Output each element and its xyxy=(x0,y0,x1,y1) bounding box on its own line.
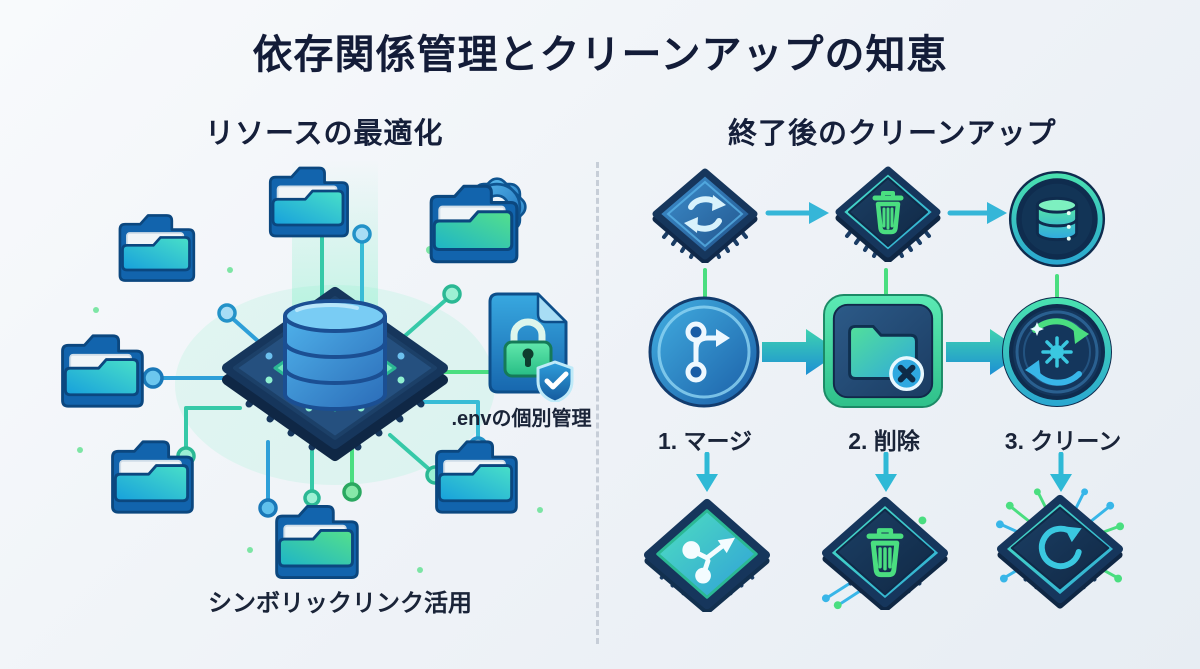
arrow-down-icon xyxy=(1050,452,1072,492)
folder-icon xyxy=(262,160,354,244)
right-section-heading: 終了後のクリーンアップ xyxy=(728,118,1057,150)
arrow-right-icon xyxy=(947,202,1007,224)
folder-delete-icon xyxy=(823,293,943,409)
folder-icon xyxy=(54,328,149,414)
page-title: 依存関係管理とクリーンアップの知恵 xyxy=(252,33,948,77)
sync-chip-icon xyxy=(652,168,758,263)
trash-chip-icon xyxy=(821,496,949,610)
connector-line xyxy=(703,268,707,300)
step-label-delete: 2. 削除 xyxy=(848,428,920,454)
database-circle-icon xyxy=(1008,170,1106,268)
step-label-clean: 3. クリーン xyxy=(1004,428,1122,454)
arrow-down-icon xyxy=(875,452,897,492)
refresh-chip-icon xyxy=(995,488,1125,609)
trash-chip-icon xyxy=(835,166,941,262)
env-management-label: .envの個別管理 xyxy=(451,408,592,430)
left-section-heading: リソースの最適化 xyxy=(205,118,444,150)
arrow-right-icon xyxy=(765,202,829,224)
connector-line xyxy=(884,268,888,300)
step-label-merge: 1. マージ xyxy=(657,428,753,454)
big-arrow-right-icon xyxy=(762,329,840,375)
env-lock-document-icon xyxy=(488,292,574,402)
connector-line xyxy=(1055,274,1059,302)
folder-icon xyxy=(104,434,199,520)
folder-icon xyxy=(268,498,364,586)
section-divider xyxy=(596,162,599,644)
shield-check-icon xyxy=(536,360,574,402)
git-merge-circle-icon xyxy=(648,296,760,408)
folder-icon xyxy=(112,208,200,288)
database-chip-icon xyxy=(222,287,448,461)
symlink-label: シンボリックリンク活用 xyxy=(208,590,472,617)
merge-chip-icon xyxy=(643,498,771,612)
arrow-down-icon xyxy=(696,452,718,492)
clean-cycle-icon xyxy=(1002,297,1112,407)
